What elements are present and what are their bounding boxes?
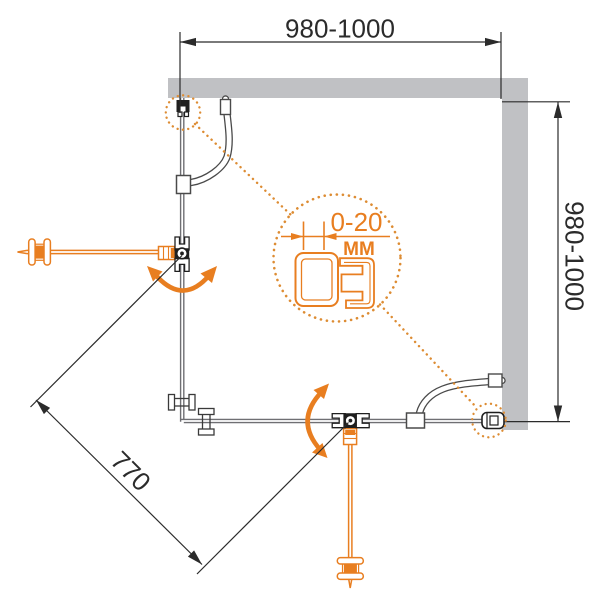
support-bar-bottom: [405, 373, 506, 429]
support-bar-top-glass-mount: [175, 174, 192, 195]
corner-clamp-left-panel: [167, 393, 196, 411]
top-wall: [168, 78, 528, 98]
wall-profile-bracket-top: [176, 100, 190, 118]
support-bar-bottom-wall-mount: [487, 373, 503, 388]
support-bar-top-wall-mount: [219, 98, 232, 116]
dimension-width-arrow-right: [485, 37, 501, 47]
support-bar-top: [175, 95, 233, 195]
left-hinge-door-connector: [157, 245, 176, 261]
support-bar-top-core: [188, 96, 232, 185]
callout-circle-top-bracket: [164, 94, 202, 131]
right-wall: [502, 98, 528, 430]
detail-callout: [164, 94, 507, 439]
detail-circle: [272, 193, 402, 323]
detail-arrow-right: [291, 233, 304, 240]
dimension-entry: 770: [30, 255, 349, 575]
left-door-handle: [27, 238, 52, 266]
left-door-hinge: [157, 236, 190, 273]
callout-circle-bottom-bracket: [471, 402, 507, 439]
detail-content: 0-20 ММ: [281, 207, 390, 309]
wall-profile-bracket-bottom: [481, 411, 505, 430]
detail-arrow-left: [324, 233, 337, 240]
detail-wall-channel-inner: [344, 261, 371, 305]
dimension-entry-line: [35, 399, 203, 565]
dimension-width: 980-1000: [179, 14, 502, 113]
dimension-width-label: 980-1000: [285, 14, 395, 44]
detail-profile-section: [294, 252, 375, 309]
swing-arc-bottom: [305, 383, 329, 458]
detail-wall-channel: [339, 257, 375, 309]
walls: [168, 78, 528, 430]
detail-range-label: 0-20: [330, 207, 382, 237]
bottom-door-handle: [336, 556, 365, 581]
callout-line-bottom: [378, 303, 479, 410]
dimension-depth-label: 980-1000: [560, 201, 590, 311]
bottom-door-hinge: [331, 412, 370, 446]
bottom-door-tip: [347, 578, 353, 589]
dimension-entry-label: 770: [105, 445, 157, 497]
swing-arc-left-arrowhead-right: [200, 266, 217, 283]
left-hinge-pivot-pin: [180, 251, 184, 256]
dimension-entry-ext-lower: [196, 422, 349, 575]
support-bar-bottom-core: [417, 378, 505, 416]
dimension-depth: 980-1000: [502, 101, 590, 423]
callout-line-top: [193, 122, 293, 217]
corner-clamp-bottom-panel: [197, 407, 215, 436]
dimension-entry-ext-upper: [30, 255, 183, 408]
swing-arc-bottom-arrowhead-top: [313, 383, 329, 399]
bottom-hinge-fork-left: [331, 412, 346, 429]
dimension-entry-arrow-lower: [187, 550, 202, 565]
left-door-tip: [17, 249, 28, 255]
dimension-width-arrow-left: [180, 37, 196, 47]
swing-arc-left-arrowhead-left: [147, 266, 163, 282]
dimension-depth-arrow-top: [553, 102, 563, 118]
swing-arc-left: [147, 266, 217, 293]
dimension-entry-arrow-upper: [36, 400, 51, 415]
dimension-depth-arrow-bottom: [553, 405, 563, 422]
bottom-hinge-pivot-pin: [348, 418, 353, 423]
detail-unit-label: ММ: [343, 239, 375, 260]
bottom-hinge-door-connector: [342, 427, 358, 446]
left-hinge-fork-bottom: [174, 257, 190, 273]
bottom-hinge-fork-right: [355, 412, 370, 429]
bottom-door-open: [336, 444, 365, 589]
support-bar-bottom-glass-mount: [405, 412, 426, 429]
left-hinge-fork-top: [174, 236, 190, 251]
left-door-open: [17, 238, 160, 266]
